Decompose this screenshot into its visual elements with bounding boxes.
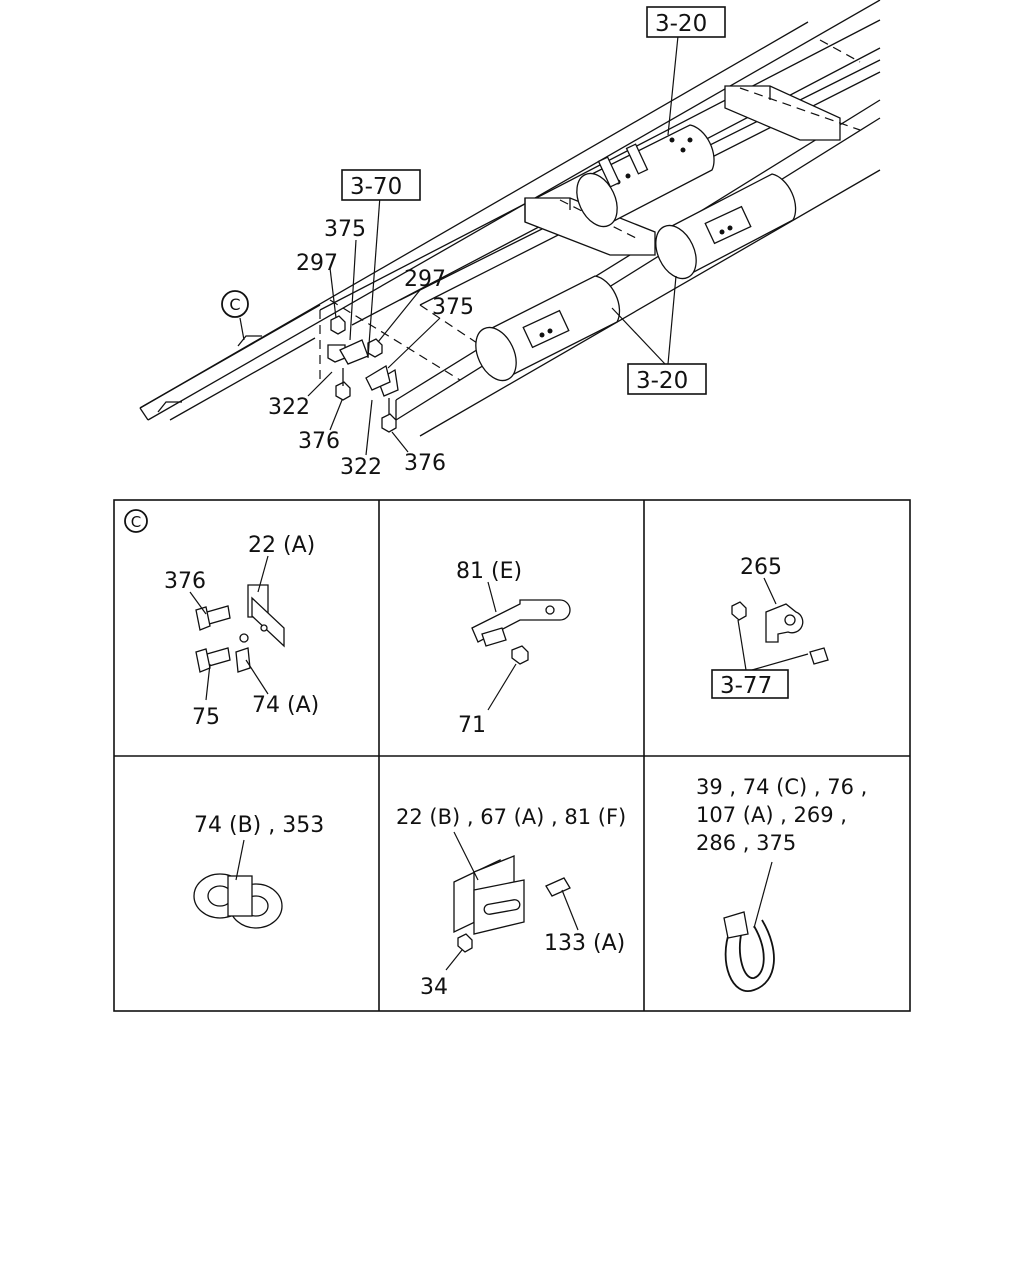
part-22a-label: 22 (A) — [248, 533, 315, 558]
detail-marker-c-letter: C — [229, 295, 240, 314]
part-297-label: 297 — [404, 267, 446, 292]
detail-cell-265: 265 3-77 — [711, 555, 829, 699]
air-tank-upper-rear — [576, 124, 715, 228]
chassis-frame-drawing — [139, 0, 881, 437]
detail-cell-cable-tie: 39 , 74 (C) , 76 , 107 (A) , 269 , 286 ,… — [696, 775, 867, 993]
part-74b-353-label: 74 (B) , 353 — [194, 813, 324, 838]
ref-3-20-top-label: 3-20 — [655, 11, 707, 37]
part-375-label: 375 — [324, 217, 366, 242]
part-376-label: 376 — [298, 429, 340, 454]
cable-tie-line-2: 107 (A) , 269 , — [696, 803, 847, 827]
part-297-label: 297 — [296, 251, 338, 276]
part-376-label: 376 — [164, 569, 206, 594]
detail-cell-22b: 22 (B) , 67 (A) , 81 (F) 133 (A) 34 — [396, 805, 626, 1000]
cell-marker-c — [124, 509, 148, 533]
cable-tie-line-3: 286 , 375 — [696, 831, 796, 855]
air-tank-front — [475, 275, 621, 382]
ref-3-20-bottom-label: 3-20 — [636, 368, 688, 394]
cell-marker-c-letter: C — [131, 513, 141, 531]
part-22b-67a-81f-label: 22 (B) , 67 (A) , 81 (F) — [396, 805, 626, 829]
detail-cell-74b: 74 (B) , 353 — [193, 813, 324, 929]
part-74a-label: 74 (A) — [252, 693, 319, 718]
detail-cell-81e: 81 (E) 71 — [456, 559, 571, 738]
ref-box-3-77 — [711, 669, 789, 699]
ref-3-77-label: 3-77 — [720, 673, 772, 699]
part-322-label: 322 — [268, 395, 310, 420]
cable-tie-line-1: 39 , 74 (C) , 76 , — [696, 775, 867, 799]
ref-3-70-label: 3-70 — [350, 174, 402, 200]
overview-leaders — [239, 35, 679, 456]
part-376-label: 376 — [404, 451, 446, 476]
part-322-label: 322 — [340, 455, 382, 480]
ref-box-3-20-top — [646, 6, 726, 38]
ref-box-3-70 — [341, 169, 421, 201]
part-375-label: 375 — [432, 295, 474, 320]
part-265-label: 265 — [740, 555, 782, 580]
part-81e-label: 81 (E) — [456, 559, 522, 584]
air-tank-lower-rear — [655, 173, 797, 280]
detail-cell-c: C 22 (A) 376 75 74 (A) — [124, 509, 319, 730]
detail-marker-c — [221, 290, 249, 318]
part-34-label: 34 — [420, 975, 448, 1000]
ref-box-3-20-bottom — [627, 363, 707, 395]
part-75-label: 75 — [192, 705, 220, 730]
part-133a-label: 133 (A) — [544, 931, 625, 956]
part-71-label: 71 — [458, 713, 486, 738]
detail-grid — [113, 499, 911, 1012]
bracket-cluster — [327, 315, 399, 433]
